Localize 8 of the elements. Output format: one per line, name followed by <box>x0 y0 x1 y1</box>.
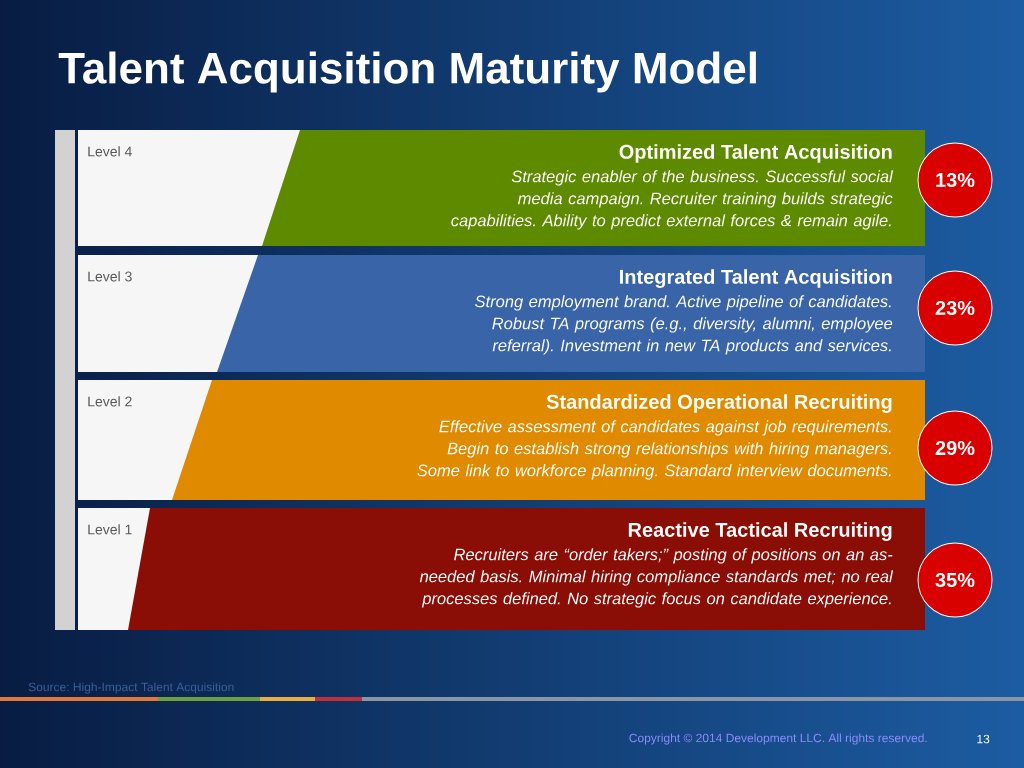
level-band: Level 1 Reactive Tactical Recruiting Recruiters are “order takers;” posting of positions on an as-needed basis. Minimal hiring compliance standards met; no real processes defined. No strategic focus on candidate experience. <box>78 508 925 630</box>
source-note: Source: High-Impact Talent Acquisition <box>28 682 234 694</box>
level-band: Level 2 Standardized Operational Recruiting Effective assessment of candidates against job requirements. Begin to establish strong relationships with hiring managers. Some link to workforce planning. Standard interview documents. <box>78 380 925 500</box>
copyright-note: Copyright © 2014 Development LLC. All rights reserved. <box>629 733 927 745</box>
slide-title: Talent Acquisition Maturity Model <box>58 51 756 93</box>
level-band: Level 3 Integrated Talent Acquisition Strong employment brand. Active pipeline of candidates. Robust TA programs (e.g., diversity, alumni, employee referral). Investment in new TA products and services. <box>78 255 925 372</box>
level-band: Level 4 Optimized Talent Acquisition Strategic enabler of the business. Successful social media campaign. Recruiter training builds strategic capabilities. Ability to predict external forces & remain agile. <box>78 130 925 246</box>
page-number: 13 <box>977 734 990 744</box>
